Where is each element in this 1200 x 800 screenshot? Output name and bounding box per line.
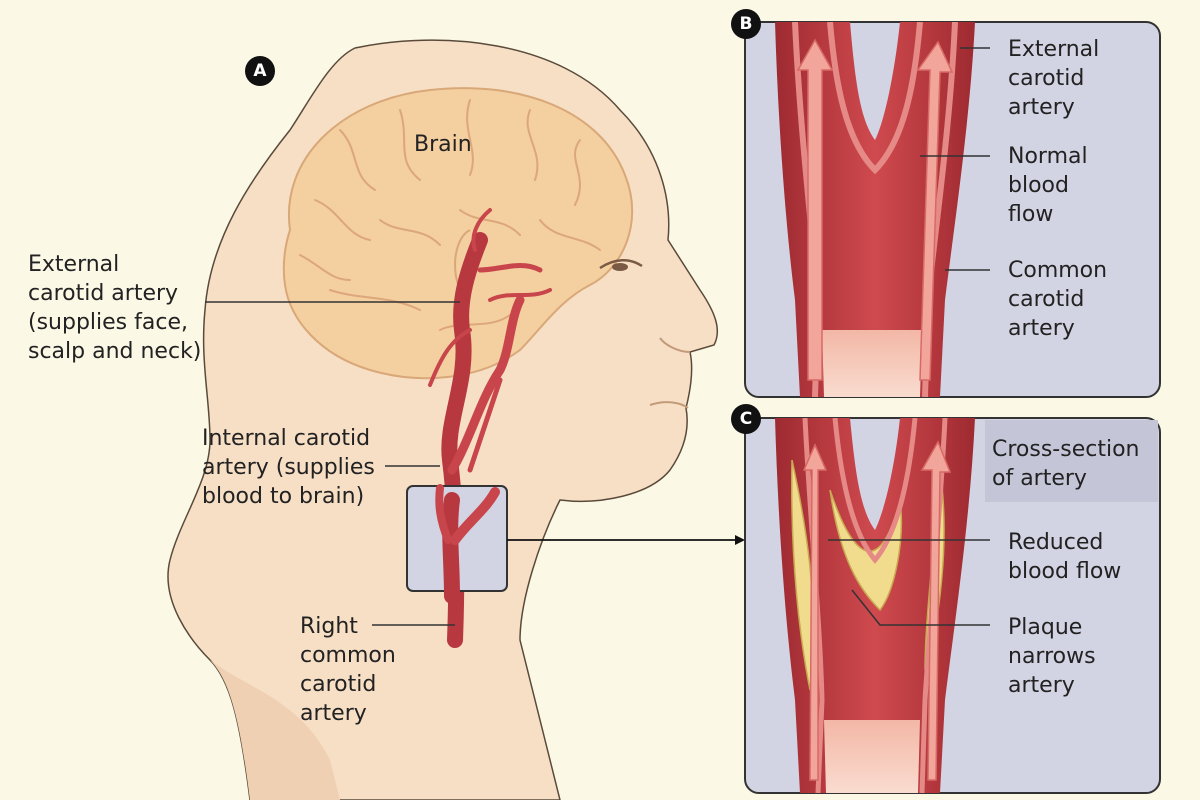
c-cross-section-label: Cross-section of artery bbox=[992, 437, 1140, 491]
internal-carotid-label: Internal carotid artery (supplies blood … bbox=[202, 426, 375, 509]
b-normal-flow-label: Normal blood flow bbox=[1008, 144, 1088, 227]
nostril bbox=[659, 337, 691, 353]
right-common-carotid-label: Right common carotid artery bbox=[300, 614, 396, 726]
leader-lines-b bbox=[920, 47, 990, 271]
b-external-carotid-label: External carotid artery bbox=[1008, 37, 1100, 120]
flow-arrows-c bbox=[802, 440, 952, 781]
brain bbox=[282, 87, 634, 380]
panel-a-badge: A bbox=[245, 56, 275, 86]
leader-lines-c bbox=[828, 539, 990, 626]
eye bbox=[599, 259, 643, 271]
c-plaque-label: Plaque narrows artery bbox=[1008, 615, 1096, 698]
bifurcation-artery bbox=[435, 484, 500, 604]
external-carotid-label: External carotid artery (supplies face, … bbox=[28, 252, 202, 364]
connector-arrow bbox=[507, 535, 745, 545]
flow-arrows-b bbox=[796, 38, 954, 381]
brain-label: Brain bbox=[414, 132, 472, 157]
b-common-carotid-label: Common carotid artery bbox=[1008, 258, 1108, 341]
panel-c bbox=[744, 417, 1161, 794]
panel-c-badge: C bbox=[731, 404, 761, 434]
lips bbox=[649, 401, 689, 409]
panel-b-badge: B bbox=[731, 9, 761, 39]
c-reduced-flow-label: Reduced blood flow bbox=[1008, 530, 1122, 584]
leader-lines-a bbox=[205, 301, 460, 626]
panel-b bbox=[744, 21, 1161, 398]
